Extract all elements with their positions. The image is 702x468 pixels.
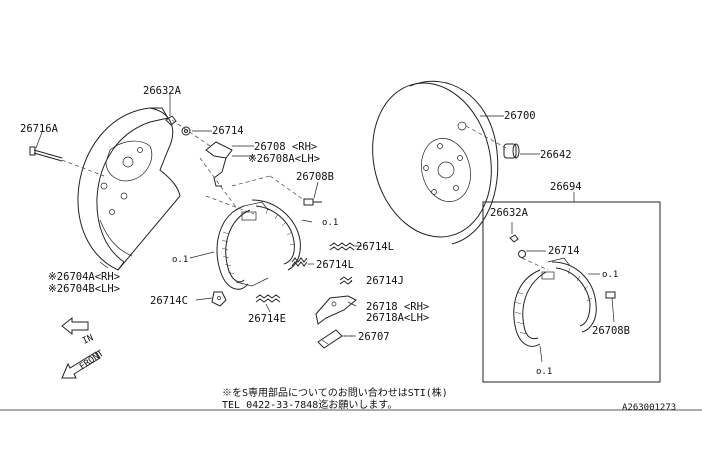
- label-26700: 26700: [504, 110, 536, 122]
- label-26708b-box: 26708B: [592, 325, 630, 337]
- label-26714-box: 26714: [548, 245, 580, 257]
- label-o1-mid: o.1: [322, 218, 338, 228]
- label-in: IN: [81, 333, 95, 347]
- backing-plate: [77, 107, 181, 271]
- shoe-kit-box: [482, 201, 661, 383]
- in-arrow-icon: [61, 316, 89, 336]
- note-line-2: TEL 0422-33-7848迄お願いします。: [222, 398, 397, 411]
- label-o1-box-right: o.1: [602, 270, 618, 280]
- label-26714l-b: 26714L: [316, 259, 354, 271]
- label-26632a-top: 26632A: [143, 85, 182, 97]
- drawing-id: A263001273: [622, 403, 676, 413]
- pin-26708b: [303, 198, 322, 206]
- plug-26642: [503, 143, 520, 159]
- label-26714-top: 26714: [212, 125, 244, 137]
- label-26708b-top: 26708B: [296, 171, 334, 183]
- label-26718-rh: 26718 <RH>: [366, 301, 429, 313]
- label-26707: 26707: [358, 331, 390, 343]
- part-labels: 26632A 26716A 26714 26708 <RH> ※26708A<L…: [20, 85, 676, 413]
- label-26714e: 26714E: [248, 313, 286, 325]
- label-26694: 26694: [550, 181, 582, 193]
- label-o1-box-bottom: o.1: [536, 367, 552, 377]
- top-small-parts: [165, 115, 239, 211]
- label-26718a-lh: 26718A<LH>: [366, 312, 429, 324]
- label-26704b-lh: ※26704B<LH>: [48, 283, 120, 295]
- label-26632a-box: 26632A: [490, 207, 529, 219]
- label-26714j: 26714J: [366, 275, 404, 287]
- springs: [211, 242, 355, 307]
- label-26642: 26642: [540, 149, 572, 161]
- label-26708-rh: 26708 <RH>: [254, 141, 317, 153]
- note-line-1: ※をS専用部品についてのお問い合わせはSTI(株): [222, 386, 448, 399]
- brake-rotor: [372, 80, 507, 245]
- label-front: FRONT: [78, 348, 106, 372]
- parking-lever: [315, 295, 357, 325]
- brake-shoe-left: [205, 175, 305, 290]
- direction-arrows: [61, 316, 101, 379]
- brake-shoe-kit: [509, 234, 616, 347]
- adjuster-26707: [317, 329, 356, 349]
- label-26708a-lh: ※26708A<LH>: [248, 153, 320, 165]
- label-26714l-a: 26714L: [356, 241, 394, 253]
- label-26704a-rh: ※26704A<RH>: [48, 271, 120, 283]
- label-26716a: 26716A: [20, 123, 59, 135]
- front-arrow-icon: [61, 351, 101, 379]
- label-o1-left: o.1: [172, 255, 188, 265]
- leader-lines: [0, 94, 702, 411]
- label-26714c: 26714C: [150, 295, 188, 307]
- bolt-26716a: [29, 146, 105, 177]
